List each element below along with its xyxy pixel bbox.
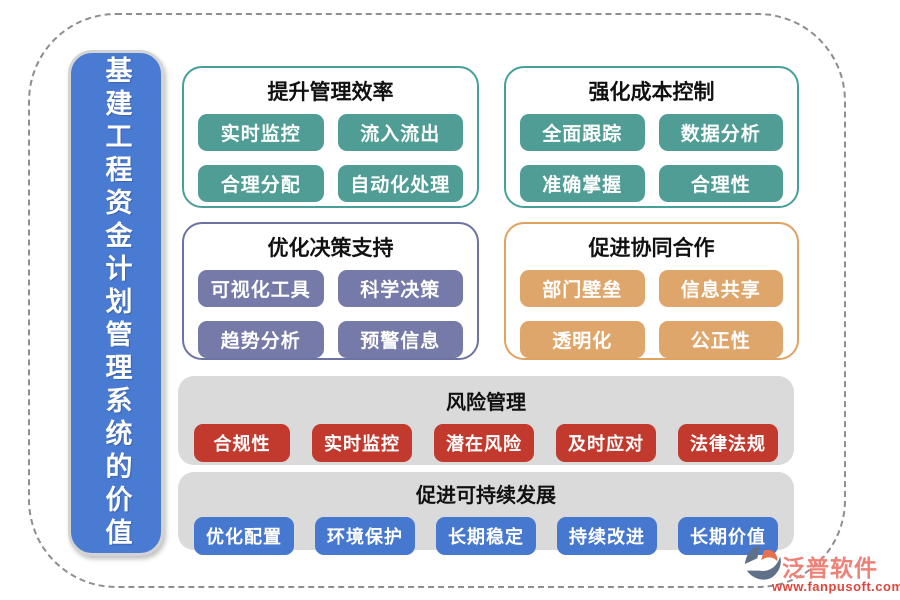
bar-sustainability: 促进可持续发展 优化配置 环境保护 长期稳定 持续改进 长期价值 (178, 472, 794, 555)
tag-pill: 实时监控 (312, 424, 412, 462)
page-title: 基建工程资金计划管理系统的价值 (101, 55, 132, 551)
bar-sustainability-title: 促进可持续发展 (416, 485, 556, 507)
panel-cost-control-title: 强化成本控制 (588, 81, 715, 104)
bar-risk-items: 合规性 实时监控 潜在风险 及时应对 法律法规 (194, 424, 778, 462)
tag-pill: 长期稳定 (436, 517, 536, 555)
tag-pill: 科学决策 (337, 270, 463, 307)
tag-pill: 数据分析 (658, 114, 783, 151)
tag-pill: 优化配置 (194, 517, 294, 555)
bar-sustainability-items: 优化配置 环境保护 长期稳定 持续改进 长期价值 (194, 517, 778, 555)
tag-pill: 潜在风险 (434, 424, 534, 462)
bar-risk-title: 风险管理 (446, 392, 526, 414)
panel-collaboration-title: 促进协同合作 (588, 237, 715, 260)
brand-url: www.fanpusoft.com (772, 579, 900, 594)
panel-cost-control-items: 全面跟踪 数据分析 准确掌握 合理性 (520, 114, 783, 202)
brand-name: 泛普软件 (782, 555, 878, 581)
panel-decision-support: 优化决策支持 可视化工具 科学决策 趋势分析 预警信息 (182, 222, 479, 360)
brand-footer: 泛普软件 www.fanpusoft.com (744, 544, 900, 594)
vertical-title-bar: 基建工程资金计划管理系统的价值 (68, 50, 164, 556)
tag-pill: 部门壁垒 (520, 270, 645, 307)
tag-pill: 公正性 (658, 321, 783, 358)
tag-pill: 预警信息 (337, 321, 463, 358)
tag-pill: 趋势分析 (198, 321, 324, 358)
tag-pill: 自动化处理 (337, 165, 463, 202)
tag-pill: 持续改进 (557, 517, 657, 555)
tag-pill: 透明化 (520, 321, 645, 358)
tag-pill: 准确掌握 (520, 165, 645, 202)
tag-pill: 合理性 (658, 165, 783, 202)
panel-efficiency-items: 实时监控 流入流出 合理分配 自动化处理 (198, 114, 463, 202)
panel-collaboration: 促进协同合作 部门壁垒 信息共享 透明化 公正性 (504, 222, 799, 360)
panel-decision-support-title: 优化决策支持 (267, 237, 394, 260)
tag-pill: 信息共享 (658, 270, 783, 307)
tag-pill: 合规性 (194, 424, 290, 462)
tag-pill: 环境保护 (315, 517, 415, 555)
tag-pill: 流入流出 (337, 114, 463, 151)
panel-decision-support-items: 可视化工具 科学决策 趋势分析 预警信息 (198, 270, 463, 358)
panel-collaboration-items: 部门壁垒 信息共享 透明化 公正性 (520, 270, 783, 358)
tag-pill: 及时应对 (556, 424, 656, 462)
tag-pill: 实时监控 (198, 114, 324, 151)
fanpu-logo-icon (744, 544, 781, 580)
tag-pill: 合理分配 (198, 165, 324, 202)
tag-pill: 全面跟踪 (520, 114, 645, 151)
tag-pill: 长期价值 (678, 517, 778, 555)
tag-pill: 可视化工具 (198, 270, 324, 307)
panel-efficiency-title: 提升管理效率 (267, 81, 394, 104)
bar-risk-management: 风险管理 合规性 实时监控 潜在风险 及时应对 法律法规 (178, 376, 794, 465)
tag-pill: 法律法规 (678, 424, 778, 462)
panel-efficiency: 提升管理效率 实时监控 流入流出 合理分配 自动化处理 (182, 66, 479, 208)
panel-cost-control: 强化成本控制 全面跟踪 数据分析 准确掌握 合理性 (504, 66, 799, 208)
dashed-border-frame (28, 13, 846, 588)
